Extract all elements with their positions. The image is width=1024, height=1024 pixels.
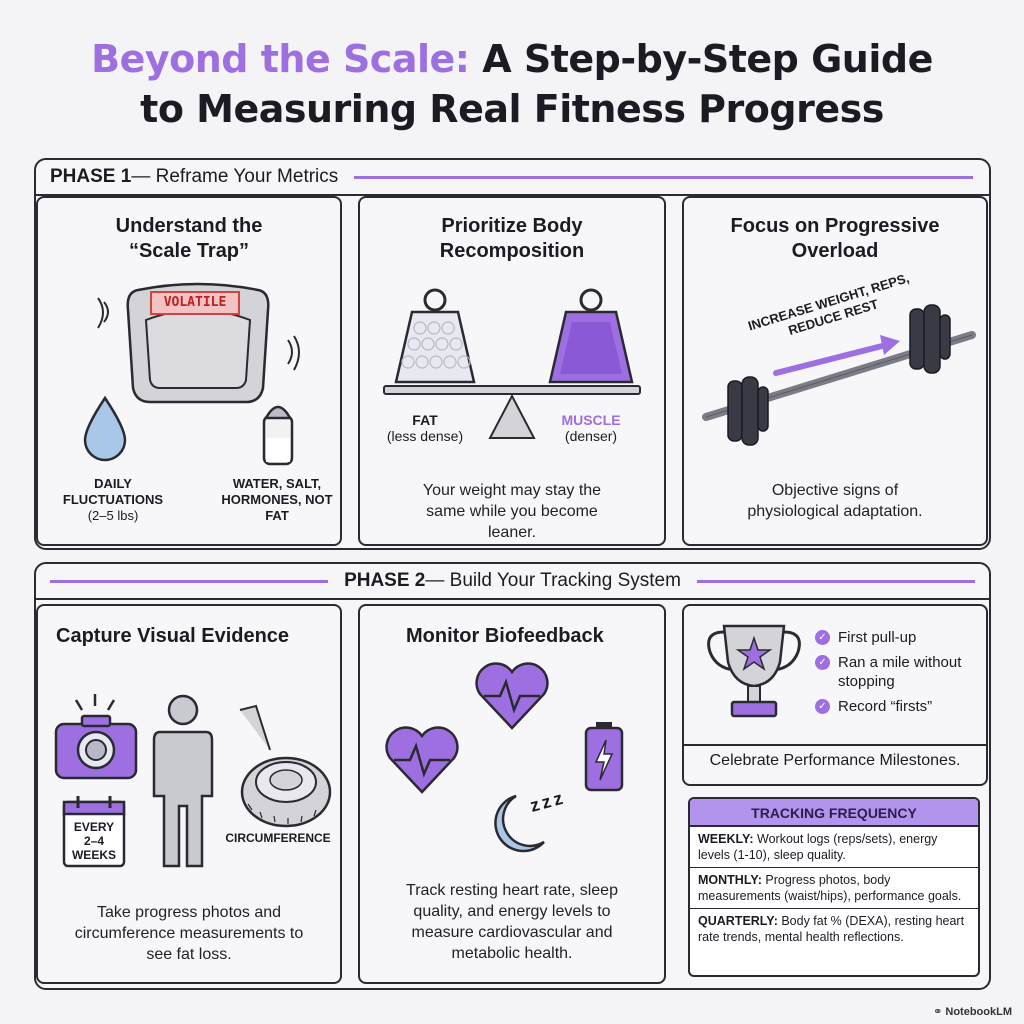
card-body-recomposition: Prioritize Body Recomposition FAT (less … — [358, 196, 666, 546]
person-silhouette-icon — [152, 694, 214, 868]
check-icon: ✓ — [815, 699, 830, 714]
heart-rate-icon — [475, 662, 549, 730]
phase2-header: PHASE 2 — Build Your Tracking System — [36, 564, 989, 600]
fat-weight-icon — [394, 288, 476, 384]
frequency-period: QUARTERLY: — [698, 914, 778, 928]
frequency-period: WEEKLY: — [698, 832, 754, 846]
drop-label-main: DAILY FLUCTUATIONS — [62, 476, 164, 507]
volatile-badge: VOLATILE — [150, 291, 240, 315]
milestone-item: ✓ First pull-up — [815, 628, 978, 647]
water-drop-icon — [83, 395, 127, 462]
tracking-frequency-table: TRACKING FREQUENCY WEEKLY: Workout logs … — [688, 797, 980, 977]
notebooklm-footer: ⚭ NotebookLM — [933, 1005, 1012, 1018]
fat-label: FAT (less dense) — [380, 412, 470, 444]
frequency-row: QUARTERLY: Body fat % (DEXA), resting he… — [690, 909, 978, 949]
battery-icon — [584, 722, 624, 792]
check-icon: ✓ — [815, 630, 830, 645]
milestone-text: First pull-up — [838, 629, 917, 646]
title-accent: Beyond the Scale: — [91, 37, 470, 81]
card-progressive-overload: Focus on Progressive Overload INCREASE W… — [682, 196, 988, 546]
card-visual-title: Capture Visual Evidence — [56, 625, 290, 647]
frequency-text: Body fat % (DEXA), resting heart rate tr… — [698, 914, 965, 944]
salt-shaker-icon — [262, 405, 294, 466]
overload-description: Objective signs of physiological adaptat… — [747, 482, 923, 520]
balance-beam-icon — [383, 385, 641, 439]
fat-label-sub: (less dense) — [386, 428, 464, 444]
fat-label-main: FAT — [412, 412, 438, 428]
frequency-period: MONTHLY: — [698, 873, 762, 887]
card-biofeedback-title: Monitor Biofeedback — [406, 625, 604, 647]
card-milestones: Celebrate Performance Milestones. — [682, 604, 988, 786]
frequency-text: Workout logs (reps/sets), energy levels … — [698, 832, 938, 862]
card-scale-trap-title: Understand the “Scale Trap” — [115, 215, 263, 262]
phase2-name: PHASE 2 — [344, 570, 426, 591]
check-icon: ✓ — [815, 655, 830, 670]
recomp-description: Your weight may stay the same while you … — [422, 482, 602, 541]
phase1-name: PHASE 1 — [50, 166, 132, 187]
drop-label-sub: (2–5 lbs) — [87, 508, 139, 523]
phase2-subtitle: — Build Your Tracking System — [425, 570, 681, 591]
frequency-row: WEEKLY: Workout logs (reps/sets), energy… — [690, 827, 978, 868]
phase2-divider-right — [696, 579, 976, 583]
notebooklm-logo-icon: ⚭ — [933, 1006, 946, 1018]
muscle-weight-icon — [548, 288, 634, 384]
milestone-text: Record “firsts” — [838, 698, 933, 715]
calendar-text: EVERY 2–4 WEEKS — [71, 820, 116, 862]
milestone-list: ✓ First pull-up ✓ Ran a mile without stopp… — [815, 628, 978, 722]
tracking-frequency-title: TRACKING FREQUENCY — [690, 799, 978, 827]
moon-sleep-icon — [494, 794, 545, 853]
phase1-divider — [354, 175, 973, 179]
circumference-label: CIRCUMFERENCE — [225, 831, 331, 845]
milestone-item: ✓ Record “firsts” — [815, 697, 978, 716]
muscle-label-main: MUSCLE — [561, 412, 621, 428]
muscle-label-sub: (denser) — [564, 428, 618, 444]
measuring-tape-icon — [239, 704, 332, 828]
phase1-header: PHASE 1 — Reframe Your Metrics — [36, 160, 989, 196]
trophy-icon — [707, 624, 801, 718]
card-visual-evidence: Capture Visual Evidence EVERY 2–4 WEEKS … — [36, 604, 342, 984]
phase2-divider-left — [50, 579, 329, 583]
salt-label: WATER, SALT, HORMONES, NOT FAT — [221, 476, 333, 523]
card-biofeedback: Monitor Biofeedback z z z Track resting … — [358, 604, 666, 984]
page-title: Beyond the Scale: A Step-by-Step Guide t… — [0, 34, 1024, 134]
barbell-icon — [702, 304, 976, 446]
card-scale-trap: Understand the “Scale Trap” VOLATILE DAI… — [36, 196, 342, 546]
frequency-text: Progress photos, body measurements (wais… — [698, 873, 962, 903]
footer-text: NotebookLM — [945, 1006, 1012, 1018]
milestone-caption: Celebrate Performance Milestones. — [684, 744, 986, 772]
card-recomp-title: Prioritize Body Recomposition — [439, 215, 585, 262]
milestone-item: ✓ Ran a mile without stopping — [815, 653, 978, 691]
biofeedback-description: Track resting heart rate, sleep quality,… — [406, 882, 618, 962]
muscle-label: MUSCLE (denser) — [546, 412, 636, 444]
milestone-text: Ran a mile without stopping — [838, 654, 962, 690]
visual-description: Take progress photos and circumference m… — [74, 904, 304, 963]
camera-icon — [54, 694, 138, 780]
title-line2: to Measuring Real Fitness Progress — [140, 87, 884, 131]
heart-rate-icon-2 — [385, 726, 459, 794]
phase1-subtitle: — Reframe Your Metrics — [131, 166, 339, 187]
card-overload-title: Focus on Progressive Overload — [730, 215, 940, 262]
calendar-icon — [62, 796, 126, 868]
frequency-row: MONTHLY: Progress photos, body measureme… — [690, 868, 978, 909]
title-line1-rest: A Step-by-Step Guide — [469, 37, 933, 81]
drop-label: DAILY FLUCTUATIONS (2–5 lbs) — [48, 476, 178, 524]
